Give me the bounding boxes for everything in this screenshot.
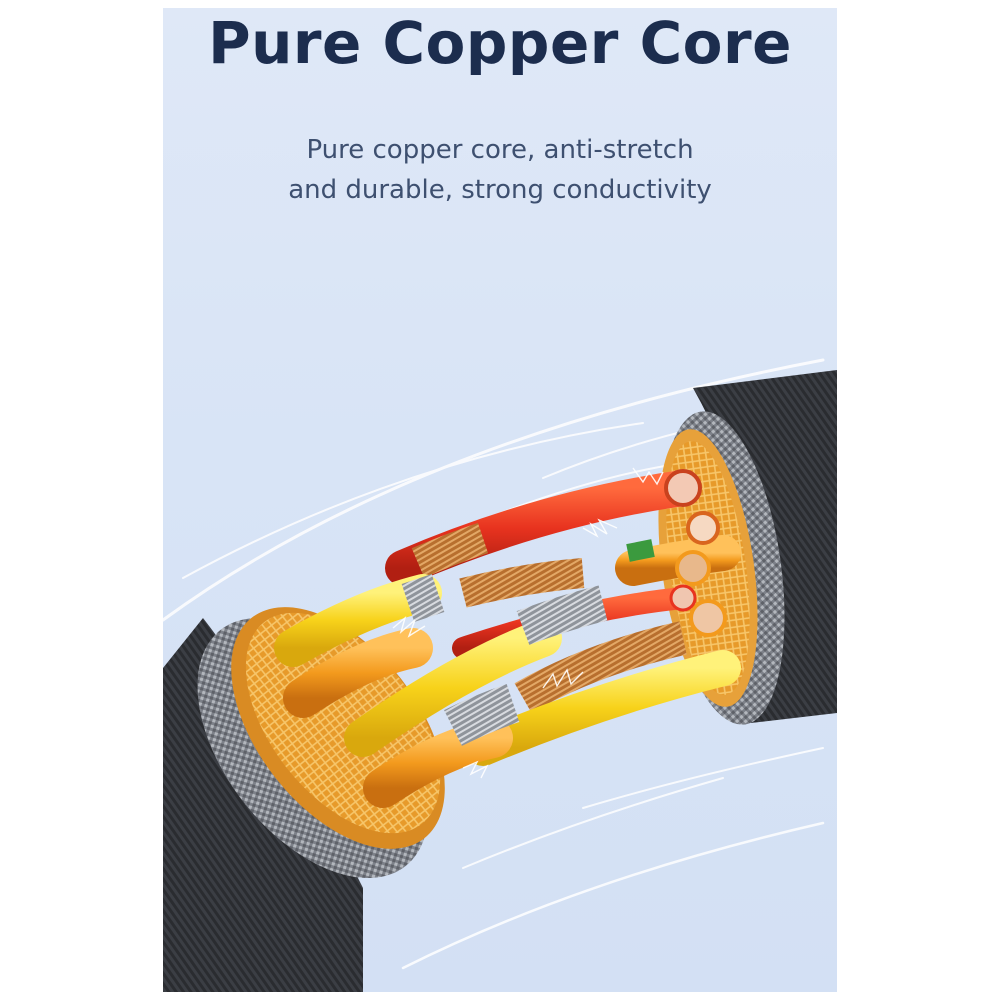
description-line-2: and durable, strong conductivity [288, 175, 712, 205]
feature-description: Pure copper core, anti-stretch and durab… [163, 130, 837, 210]
cable-illustration [163, 358, 837, 992]
left-cable-jacket [163, 607, 445, 992]
inner-wires [274, 469, 741, 808]
spark-effects [392, 467, 664, 779]
page-title: Pure Copper Core [208, 9, 792, 77]
description-line-1: Pure copper core, anti-stretch [306, 135, 694, 165]
product-panel: Pure Copper Core Pure copper core, anti-… [163, 8, 837, 992]
